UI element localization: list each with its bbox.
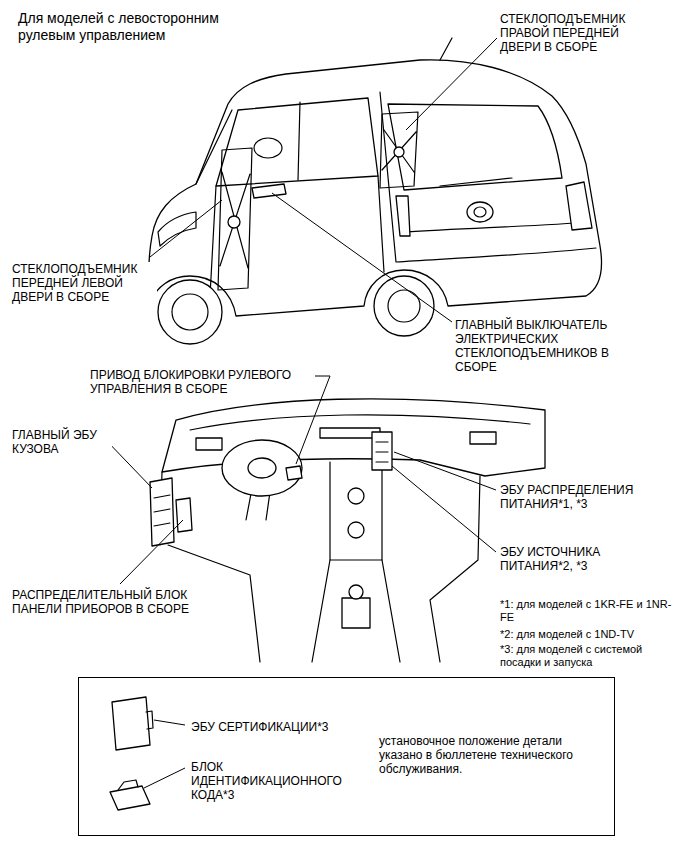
diagram-title: Для моделей с левосторонним рулевым упра… xyxy=(18,10,233,44)
wheel xyxy=(158,280,222,344)
leader-line xyxy=(394,452,496,490)
air-vent xyxy=(320,428,380,438)
leader-line xyxy=(272,193,452,322)
rear-wiper xyxy=(440,178,512,186)
body-ecu xyxy=(150,478,174,546)
leader-line xyxy=(406,38,497,130)
power-window-switch xyxy=(252,184,286,198)
dashboard xyxy=(162,399,545,476)
door-line xyxy=(210,102,384,296)
wheel xyxy=(374,276,434,336)
part-label: СТЕКЛОПОДЪЕМНИК ПРАВОЙ ПЕРЕДНЕЙ ДВЕРИ В … xyxy=(500,12,650,54)
part-label: БЛОК ИДЕНТИФИКАЦИОННОГО КОДА*3 xyxy=(191,760,366,802)
tail-light xyxy=(566,182,592,230)
steering-wheel xyxy=(222,440,302,496)
leader-line xyxy=(154,720,185,725)
leader-line xyxy=(144,768,185,788)
air-vent xyxy=(470,432,496,444)
part-label: ЭБУ РАСПРЕДЕЛЕНИЯ ПИТАНИЯ*1, *3 xyxy=(500,483,675,511)
floor-line xyxy=(168,476,480,662)
shift-lever-base xyxy=(342,598,370,628)
center-stack xyxy=(330,462,382,560)
junction-block xyxy=(176,498,192,532)
window-regulator xyxy=(218,148,252,290)
leader-line xyxy=(150,200,222,257)
tail-light xyxy=(396,196,410,236)
control-knob xyxy=(348,488,364,504)
note-text: установочное положение детали указано в … xyxy=(379,734,579,776)
wheel-hub xyxy=(172,294,208,330)
footnote: *2: для моделей с 1ND-TV xyxy=(500,628,682,641)
regulator-motor xyxy=(394,147,404,157)
control-knob xyxy=(348,522,364,538)
steering-lock-actuator xyxy=(286,466,302,480)
regulator-motor xyxy=(228,216,240,228)
part-label: ЭБУ ИСТОЧНИКА ПИТАНИЯ*2, *3 xyxy=(500,545,650,573)
part-label: ГЛАВНЫЙ ЭБУ КУЗОВА xyxy=(12,428,112,456)
ecu-ribs xyxy=(376,442,388,462)
footnote: *1: для моделей с 1KR-FE и 1NR-FE xyxy=(500,598,682,624)
shift-knob xyxy=(349,585,363,599)
wheel-hub xyxy=(388,290,420,322)
part-label: ПРИВОД БЛОКИРОВКИ РУЛЕВОГО УПРАВЛЕНИЯ В … xyxy=(90,368,315,396)
emblem xyxy=(474,207,486,217)
part-label: РАСПРЕДЕЛИТЕЛЬНЫЙ БЛОК ПАНЕЛИ ПРИБОРОВ В… xyxy=(12,588,234,616)
id-code-box-icon xyxy=(110,786,150,810)
steering-hub xyxy=(248,458,276,478)
emblem xyxy=(467,202,493,222)
car-illustration xyxy=(149,38,601,344)
antenna xyxy=(440,38,452,60)
hatch-line xyxy=(380,92,596,262)
legend-icons xyxy=(110,697,153,810)
power-ecu xyxy=(372,432,392,470)
leader-line xyxy=(120,520,183,584)
part-label: СТЕКЛОПОДЪЕМНИК ПЕРЕДНЕЙ ЛЕВОЙ ДВЕРИ В С… xyxy=(12,262,157,304)
footnote: *3: для моделей с системой посадки и зап… xyxy=(500,643,682,669)
steering-wheel xyxy=(254,138,282,158)
side-window xyxy=(216,98,378,186)
part-label: ГЛАВНЫЙ ВЫКЛЮЧАТЕЛЬ ЭЛЕКТРИЧЕСКИХ СТЕКЛО… xyxy=(455,318,640,374)
legend-box: ЭБУ СЕРТИФИКАЦИИ*3БЛОК ИДЕНТИФИКАЦИОННОГ… xyxy=(78,677,615,836)
car-body xyxy=(149,60,601,316)
part-label: ЭБУ СЕРТИФИКАЦИИ*3 xyxy=(191,720,371,734)
ecu-connector xyxy=(146,711,153,729)
ecu-ribs xyxy=(154,495,170,526)
headlight xyxy=(158,212,196,246)
leader-lines xyxy=(104,38,497,788)
air-vent xyxy=(196,438,222,450)
leader-line xyxy=(392,466,496,552)
dashboard-illustration xyxy=(150,399,545,662)
certification-ecu-icon xyxy=(112,697,150,750)
id-box-connector xyxy=(118,780,138,790)
console xyxy=(312,560,400,662)
